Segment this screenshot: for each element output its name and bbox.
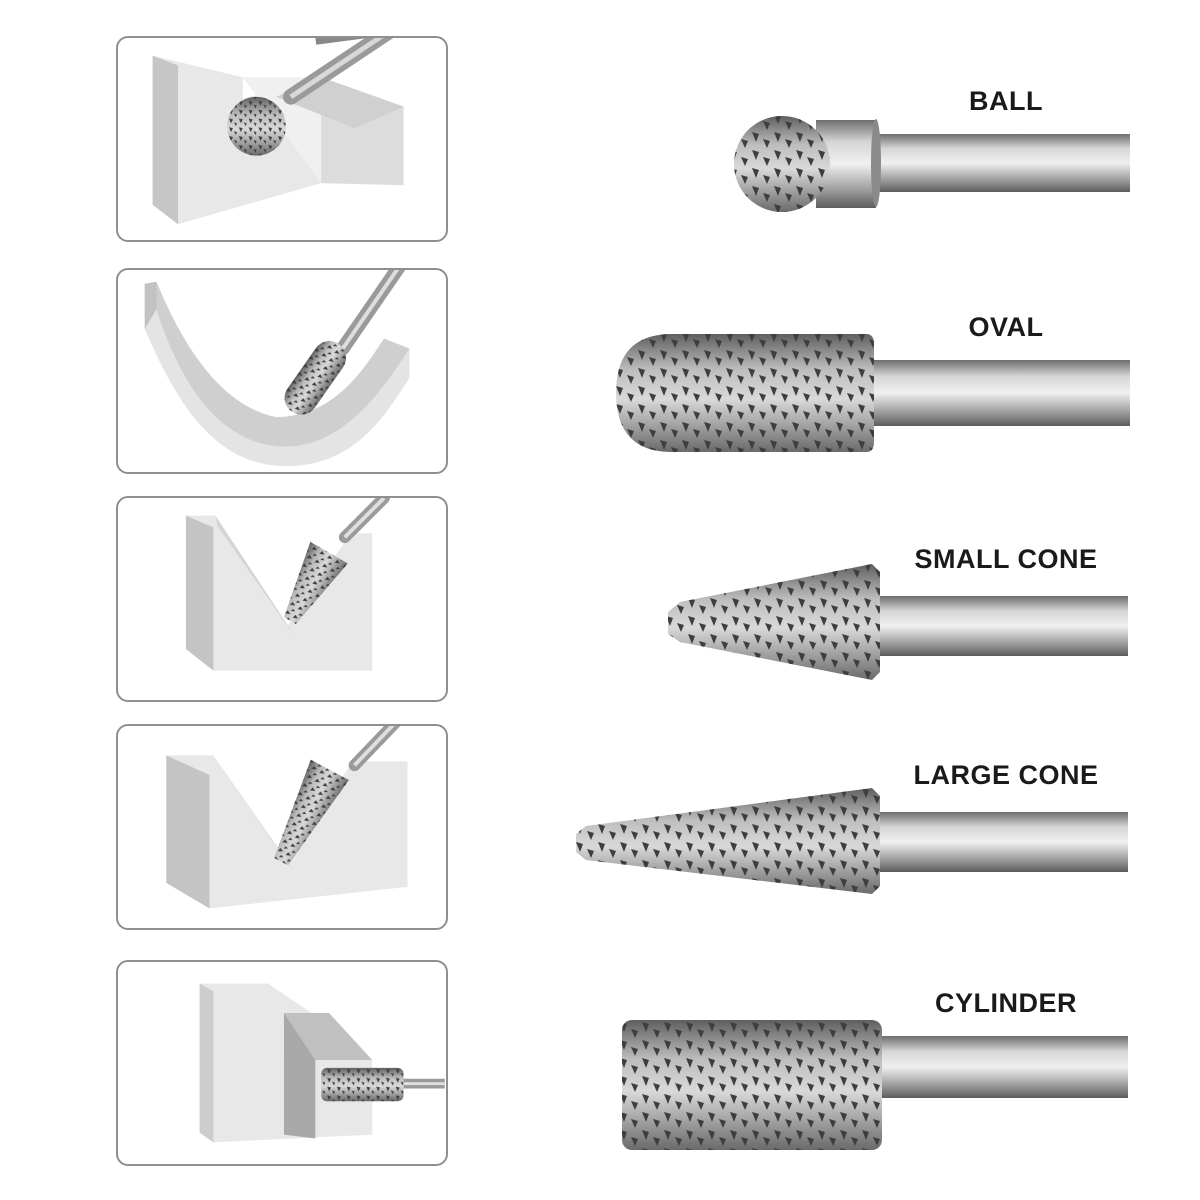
ball-burr-icon — [726, 112, 1130, 212]
large-cone-burr-icon — [572, 786, 1128, 902]
large-cone-usage-illustration — [166, 726, 408, 909]
usage-panel-cylinder — [116, 960, 448, 1166]
cylinder-usage-illustration — [199, 983, 445, 1143]
cylinder-burr-icon — [616, 1020, 1128, 1150]
usage-panel-ball — [116, 36, 448, 242]
small-cone-usage-illustration — [185, 498, 390, 671]
ball-usage-illustration — [152, 38, 404, 225]
small-cone-burr-icon — [662, 560, 1128, 684]
usage-panel-oval — [116, 268, 448, 474]
large-cone-label: LARGE CONE — [913, 760, 1099, 790]
oval-usage-illustration — [144, 270, 410, 467]
oval-burr-icon — [612, 330, 1130, 456]
cylinder-label: CYLINDER — [934, 988, 1078, 1018]
small-cone-label: SMALL CONE — [914, 544, 1098, 574]
ball-label: BALL — [969, 86, 1043, 116]
usage-panel-small-cone — [116, 496, 448, 702]
oval-label: OVAL — [968, 312, 1044, 342]
usage-panel-large-cone — [116, 724, 448, 930]
